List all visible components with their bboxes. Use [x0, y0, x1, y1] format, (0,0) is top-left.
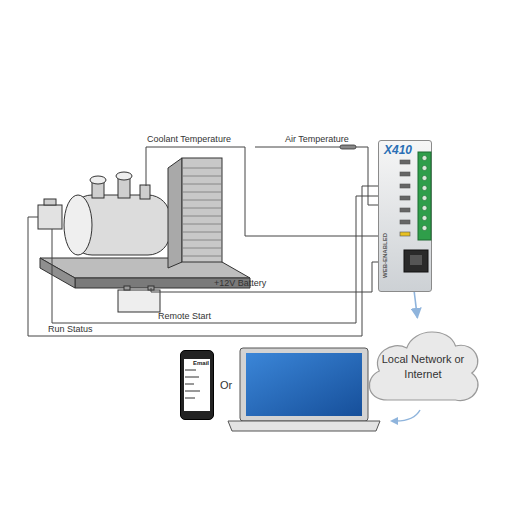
signal-label: Remote Start	[158, 311, 211, 322]
device-tagline: WEB-ENABLED	[382, 233, 388, 278]
battery-wire	[151, 262, 380, 292]
ethernet-socket	[410, 255, 422, 265]
engine-end	[64, 195, 92, 255]
email-lines	[185, 370, 200, 398]
cloud-label: Local Network or Internet	[380, 352, 466, 382]
smartphone: Email	[180, 350, 214, 420]
filler-neck	[140, 185, 150, 199]
controller-module: X410WEB-ENABLED	[378, 140, 432, 292]
laptop-screen	[246, 353, 362, 416]
remote-start-wire	[52, 196, 380, 323]
led	[400, 184, 410, 188]
led	[400, 172, 410, 176]
led	[400, 160, 410, 164]
battery-body	[118, 290, 160, 312]
terminal-screw	[422, 216, 427, 221]
terminal-screw	[422, 156, 427, 161]
separator-word: Or	[220, 380, 232, 391]
control-box	[38, 205, 62, 229]
coolant-wire	[146, 147, 380, 236]
signal-label: Air Temperature	[285, 134, 349, 145]
terminal-block	[418, 152, 431, 240]
led	[400, 208, 410, 212]
skid-side	[40, 258, 75, 288]
arrow-head	[390, 417, 398, 425]
terminal-screw	[422, 196, 427, 201]
radiator-grille	[182, 168, 222, 256]
phone-screen: Email	[184, 359, 210, 411]
radiator-side	[168, 158, 182, 268]
led	[400, 220, 410, 224]
terminal-screw	[422, 176, 427, 181]
led	[400, 196, 410, 200]
signal-label: +12V Battery	[214, 278, 266, 289]
ethernet-port	[404, 250, 428, 272]
signal-label: Run Status	[48, 324, 93, 335]
generator	[38, 158, 250, 288]
run-status-wire	[28, 186, 380, 336]
laptop	[228, 348, 380, 431]
exhaust-cap	[90, 176, 106, 184]
status-leds	[400, 160, 410, 236]
cloud-shape	[369, 332, 478, 401]
signal-label: Coolant Temperature	[147, 134, 231, 145]
terminal-screws	[422, 156, 427, 231]
terminal-screw	[422, 206, 427, 211]
network-cloud: Local Network or Internet	[362, 318, 484, 410]
battery-terminal	[124, 286, 130, 290]
device-model: X410	[384, 143, 412, 157]
email-text-lines	[185, 370, 200, 398]
network-connector	[414, 292, 417, 318]
air-sensor-lead	[255, 147, 340, 148]
laptop-lid	[240, 348, 368, 421]
laptop-base	[228, 421, 380, 431]
terminal-screw	[422, 226, 427, 231]
email-title: Email	[193, 360, 209, 366]
wires	[28, 147, 380, 336]
exhaust-cap	[116, 172, 132, 180]
cloud-text-wrap: Local Network or Internet	[362, 318, 484, 410]
air-sensor	[340, 145, 356, 149]
terminal-screw	[422, 166, 427, 171]
control-box-top	[44, 199, 56, 205]
network-arrow	[396, 410, 420, 421]
radiator-front	[182, 158, 222, 262]
terminal-screw	[422, 186, 427, 191]
battery	[118, 286, 160, 312]
led	[400, 232, 410, 236]
